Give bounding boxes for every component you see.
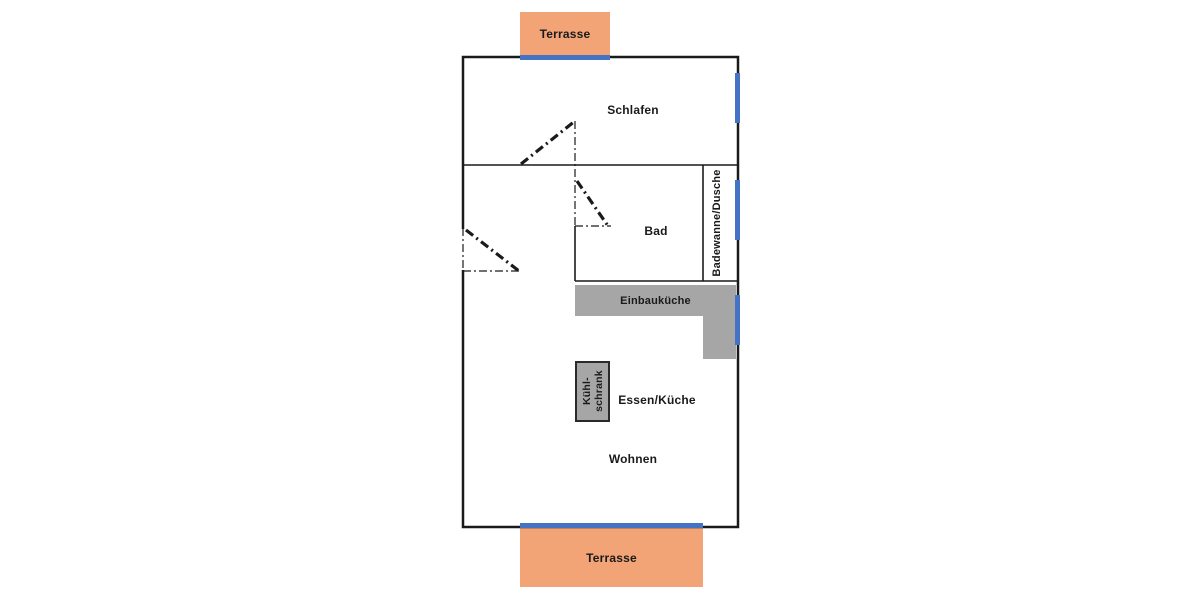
terrace-bottom-label: Terrasse bbox=[586, 550, 637, 565]
window-bottom bbox=[520, 523, 703, 528]
terrace-top: Terrasse bbox=[520, 12, 610, 56]
kitchen-counter-column bbox=[703, 316, 736, 359]
door-leaf-entrance-icon bbox=[465, 228, 520, 273]
room-label-schlafen: Schlafen bbox=[607, 103, 659, 117]
fridge-label: Kühl- schrank bbox=[580, 371, 604, 413]
fridge-label-line2: schrank bbox=[592, 370, 605, 413]
window-right-kitchen bbox=[735, 295, 740, 345]
room-label-bad: Bad bbox=[644, 224, 668, 238]
window-right-badewanne bbox=[735, 180, 740, 240]
fridge-label-line1: Kühl- bbox=[580, 377, 593, 406]
entrance-opening bbox=[460, 229, 466, 270]
kitchen-counter-bar: Einbauküche bbox=[575, 285, 736, 316]
room-label-badewanne-dusche: Badewanne/Dusche bbox=[711, 169, 723, 277]
terrace-bottom: Terrasse bbox=[520, 528, 703, 587]
room-label-essen-kueche: Essen/Küche bbox=[618, 393, 696, 407]
window-right-schlafen bbox=[735, 73, 740, 123]
terrace-top-label: Terrasse bbox=[539, 27, 591, 41]
door-leaf-bad-icon bbox=[575, 180, 610, 227]
room-label-wohnen: Wohnen bbox=[608, 452, 658, 466]
fridge-box: Kühl- schrank bbox=[575, 361, 610, 422]
door-leaf-schlafen-icon bbox=[520, 119, 576, 166]
window-top bbox=[520, 55, 610, 60]
einbaukueche-label: Einbauküche bbox=[620, 294, 691, 307]
